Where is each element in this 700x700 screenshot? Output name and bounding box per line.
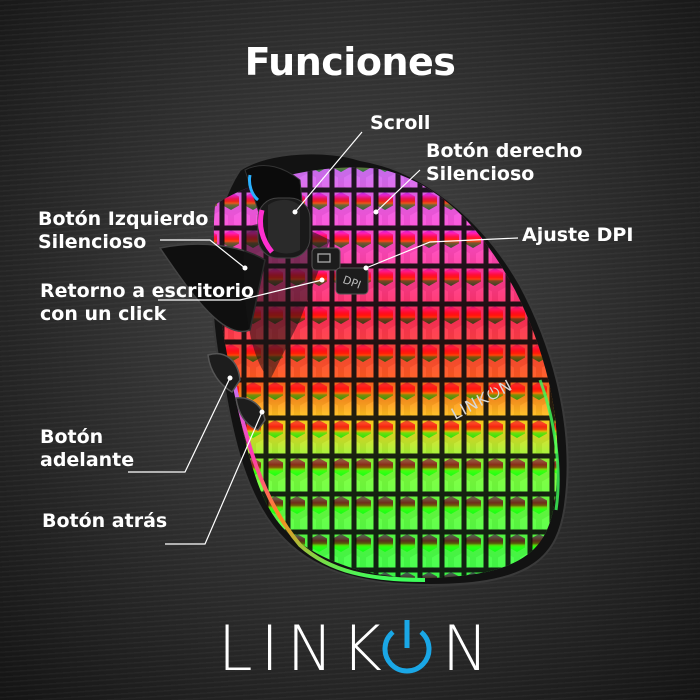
- right-button-label-line1: Botón derecho: [426, 140, 583, 162]
- forward-side-button: [207, 353, 241, 394]
- dpi-button: [335, 267, 369, 295]
- back-callout-line: [165, 411, 263, 545]
- mouse-body: [158, 152, 569, 587]
- brand-prefix: LINK: [218, 612, 390, 682]
- scroll-callout-line: [294, 131, 363, 213]
- desktop-callout-line: [158, 279, 323, 301]
- back-label: Botón atrás: [42, 510, 168, 532]
- desktop-label: Retorno a escritorio con un click: [40, 280, 254, 326]
- callout-lines: [128, 131, 519, 545]
- forward-label-line1: Botón: [40, 426, 104, 448]
- desktop-label-line2: con un click: [40, 303, 167, 325]
- brand-suffix: N: [442, 612, 488, 682]
- left-button-label: Botón Izquierdo Silencioso: [38, 208, 209, 254]
- dpi-button-text: DPI: [341, 273, 363, 291]
- left-button-label-line2: Silencioso: [38, 231, 147, 253]
- callout-dots: [227, 209, 379, 415]
- desktop-label-line1: Retorno a escritorio: [40, 280, 255, 302]
- scroll-wheel: [244, 165, 311, 259]
- dpi-callout-line: [365, 237, 519, 269]
- brand-logo: LINK N: [218, 612, 488, 682]
- forward-label-line2: adelante: [40, 449, 135, 471]
- dpi-buttons: DPI: [311, 247, 369, 295]
- right-button-callout-line: [375, 169, 421, 213]
- left-button-label-line1: Botón Izquierdo: [38, 208, 209, 230]
- right-button-label-line2: Silencioso: [426, 163, 535, 185]
- page-title: Funciones: [244, 40, 456, 84]
- left-button-callout-line: [160, 239, 246, 269]
- power-icon: [382, 620, 432, 674]
- right-button-label: Botón derecho Silencioso: [426, 140, 582, 186]
- scroll-label: Scroll: [370, 112, 431, 134]
- honeycomb-grid: [213, 167, 558, 579]
- forward-label: Botón adelante: [40, 426, 134, 472]
- desktop-button: [311, 247, 341, 271]
- dpi-label: Ajuste DPI: [522, 224, 634, 246]
- forward-callout-line: [128, 377, 231, 473]
